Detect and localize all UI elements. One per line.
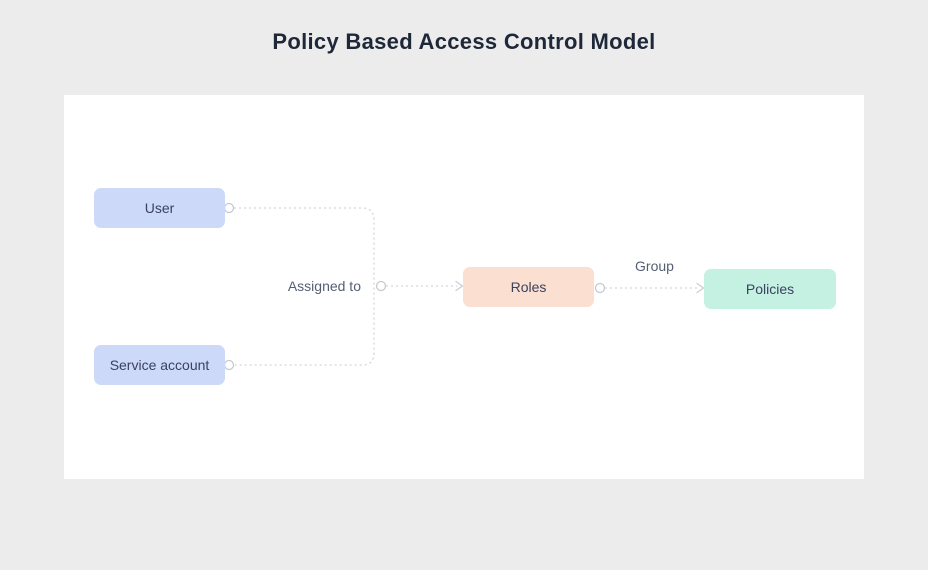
- roles-output-port[interactable]: [594, 282, 606, 294]
- page-title: Policy Based Access Control Model: [272, 29, 656, 54]
- node-user-label: User: [144, 200, 175, 216]
- edge-label-assigned-to: Assigned to: [287, 278, 361, 294]
- node-service-account-label: Service account: [109, 357, 210, 373]
- edge-group-arrowhead: [696, 282, 705, 294]
- node-user[interactable]: User: [94, 188, 225, 228]
- node-service-account[interactable]: Service account: [94, 345, 225, 385]
- edge-label-group: Group: [635, 258, 674, 274]
- service-account-output-port[interactable]: [223, 359, 235, 371]
- edge-assigned-to-arrowhead: [455, 280, 464, 292]
- junction-output-port[interactable]: [375, 280, 387, 292]
- diagram-canvas: User Service account Roles Policies Assi…: [64, 95, 864, 479]
- node-policies[interactable]: Policies: [704, 269, 836, 309]
- node-policies-label: Policies: [745, 281, 795, 297]
- node-roles[interactable]: Roles: [463, 267, 594, 307]
- node-roles-label: Roles: [510, 279, 547, 295]
- user-output-port[interactable]: [223, 202, 235, 214]
